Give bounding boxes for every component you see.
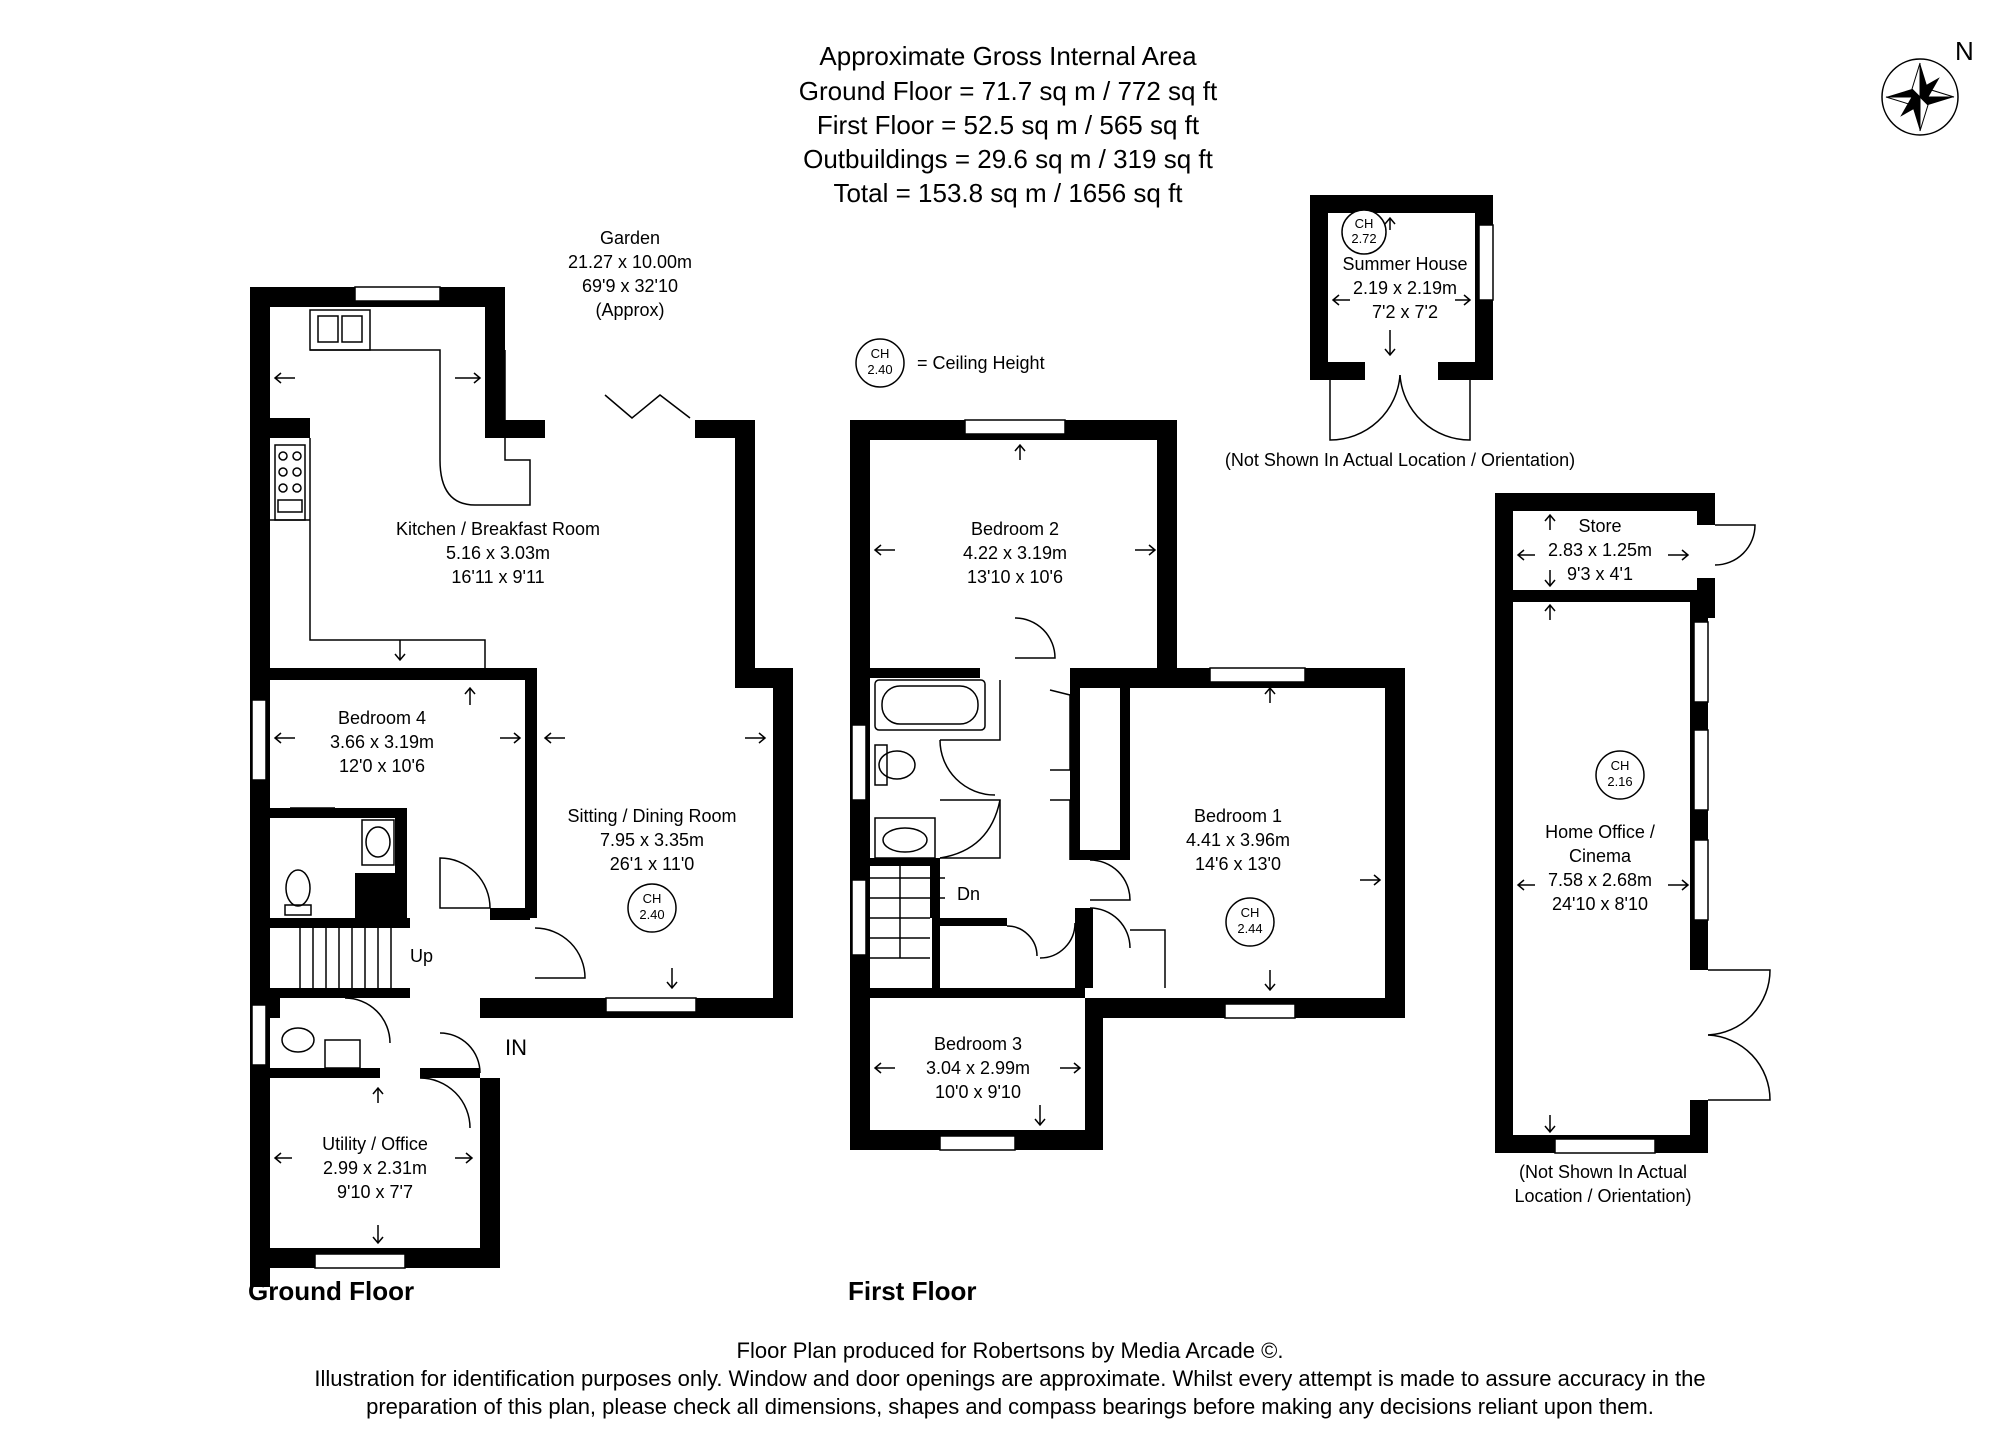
kitchen-metric: 5.16 x 3.03m [446,543,550,563]
bedroom1-name: Bedroom 1 [1194,806,1282,826]
utility-name: Utility / Office [322,1134,428,1154]
bedroom1-imperial: 14'6 x 13'0 [1195,854,1281,874]
summer-house-plan [1310,195,1494,441]
bedroom1-ch-value: 2.44 [1237,921,1262,936]
ceiling-height-legend: CH 2.40 = Ceiling Height [855,338,1045,388]
ground-floor-title: Ground Floor [248,1276,414,1306]
bedroom3-imperial: 10'0 x 9'10 [935,1082,1021,1102]
area-summary: Approximate Gross Internal Area Ground F… [799,41,1218,208]
room-store: Store 2.83 x 1.25m 9'3 x 4'1 [1548,516,1652,584]
store-metric: 2.83 x 1.25m [1548,540,1652,560]
first-floor-plan [850,419,1405,1151]
store-name: Store [1578,516,1621,536]
footer-disclaimer: Floor Plan produced for Robertsons by Me… [314,1338,1705,1419]
utility-metric: 2.99 x 2.31m [323,1158,427,1178]
garden-label: Garden 21.27 x 10.00m 69'9 x 32'10 (Appr… [568,228,692,320]
compass-icon [1881,58,1959,136]
office-metric: 7.58 x 2.68m [1548,870,1652,890]
dimension-arrows [273,216,1690,1245]
area-heading: Approximate Gross Internal Area [819,41,1197,71]
first-floor-title: First Floor [848,1276,977,1306]
summer-house-ch-value: 2.72 [1351,231,1376,246]
room-utility-office: Utility / Office 2.99 x 2.31m 9'10 x 7'7 [322,1134,428,1202]
outbuilding-plan [1495,493,1771,1154]
room-bedroom-3: Bedroom 3 3.04 x 2.99m 10'0 x 9'10 [926,1034,1030,1102]
bedroom1-ch-label: CH [1241,905,1260,920]
sitting-ch-value: 2.40 [639,907,664,922]
area-ground-floor: Ground Floor = 71.7 sq m / 772 sq ft [799,76,1218,106]
room-bedroom-2: Bedroom 2 4.22 x 3.19m 13'10 x 10'6 [963,519,1067,587]
garden-metric: 21.27 x 10.00m [568,252,692,272]
footer-line3: preparation of this plan, please check a… [366,1394,1654,1419]
garden-note: (Approx) [595,300,664,320]
outbuilding-note-line1: (Not Shown In Actual [1519,1162,1687,1182]
room-summer-house: CH 2.72 Summer House 2.19 x 2.19m 7'2 x … [1225,209,1575,470]
area-first-floor: First Floor = 52.5 sq m / 565 sq ft [817,110,1200,140]
footer-line1: Floor Plan produced for Robertsons by Me… [737,1338,1284,1363]
garden-name: Garden [600,228,660,248]
compass-north-label: N [1955,36,1974,66]
bedroom4-name: Bedroom 4 [338,708,426,728]
summer-house-name: Summer House [1342,254,1467,274]
room-bedroom-1: Bedroom 1 4.41 x 3.96m 14'6 x 13'0 CH 2.… [1186,806,1290,947]
bedroom3-metric: 3.04 x 2.99m [926,1058,1030,1078]
summer-house-note: (Not Shown In Actual Location / Orientat… [1225,450,1575,470]
legend-ch: CH [871,346,890,361]
sitting-ch-label: CH [643,891,662,906]
legend-ch-value: 2.40 [867,362,892,377]
bedroom2-metric: 4.22 x 3.19m [963,543,1067,563]
outbuilding-note-line2: Location / Orientation) [1514,1186,1691,1206]
bedroom4-imperial: 12'0 x 10'6 [339,756,425,776]
room-home-office: CH 2.16 Home Office / Cinema 7.58 x 2.68… [1545,750,1655,914]
room-kitchen: Kitchen / Breakfast Room 5.16 x 3.03m 16… [396,519,600,587]
store-imperial: 9'3 x 4'1 [1567,564,1633,584]
kitchen-imperial: 16'11 x 9'11 [451,567,544,587]
bedroom1-metric: 4.41 x 3.96m [1186,830,1290,850]
office-name-line1: Home Office / [1545,822,1655,842]
footer-line2: Illustration for identification purposes… [314,1366,1705,1391]
utility-imperial: 9'10 x 7'7 [337,1182,413,1202]
legend-text: = Ceiling Height [917,353,1045,373]
stairs-down-label: Dn [957,884,980,904]
sitting-metric: 7.95 x 3.35m [600,830,704,850]
room-sitting-dining: Sitting / Dining Room 7.95 x 3.35m 26'1 … [567,806,737,933]
bedroom3-name: Bedroom 3 [934,1034,1022,1054]
bedroom4-metric: 3.66 x 3.19m [330,732,434,752]
sitting-imperial: 26'1 x 11'0 [610,854,695,874]
area-total: Total = 153.8 sq m / 1656 sq ft [833,178,1183,208]
office-imperial: 24'10 x 8'10 [1552,894,1648,914]
room-bedroom-4: Bedroom 4 3.66 x 3.19m 12'0 x 10'6 [330,708,434,776]
garden-imperial: 69'9 x 32'10 [582,276,678,296]
summer-house-metric: 2.19 x 2.19m [1353,278,1457,298]
entrance-label: IN [505,1035,527,1060]
summer-house-ch-label: CH [1355,216,1374,231]
area-outbuildings: Outbuildings = 29.6 sq m / 319 sq ft [803,144,1214,174]
office-name-line2: Cinema [1569,846,1632,866]
bedroom2-name: Bedroom 2 [971,519,1059,539]
office-ch-label: CH [1611,758,1630,773]
office-ch-value: 2.16 [1607,774,1632,789]
stairs-up-label: Up [410,946,433,966]
ground-floor-plan [250,286,793,1287]
summer-house-imperial: 7'2 x 7'2 [1372,302,1438,322]
kitchen-name: Kitchen / Breakfast Room [396,519,600,539]
sitting-name: Sitting / Dining Room [567,806,736,826]
bedroom2-imperial: 13'10 x 10'6 [967,567,1063,587]
